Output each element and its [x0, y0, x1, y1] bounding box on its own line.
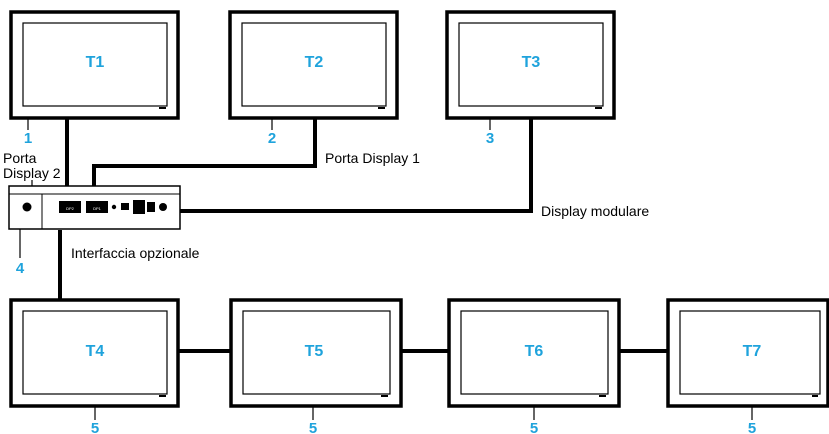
terminal-t7: T7 — [666, 298, 829, 408]
index-5: 5 — [530, 420, 538, 434]
index-5: 5 — [91, 420, 99, 434]
port-label-dp1: DP1 — [93, 206, 102, 211]
terminal-label: T5 — [305, 343, 324, 360]
cable-t3-box — [180, 118, 533, 213]
interface-box: DP2 DP1 — [8, 185, 181, 230]
display-port-2-icon — [59, 201, 81, 213]
index-1: 1 — [24, 130, 32, 147]
index-2: 2 — [268, 130, 276, 147]
port-label-dp2: DP2 — [66, 206, 75, 211]
connector-block-icon — [133, 200, 145, 214]
index-5: 5 — [748, 420, 756, 434]
connector-small-icon — [147, 202, 155, 212]
terminal-t3: T3 — [445, 10, 616, 120]
terminal-label: T2 — [305, 54, 324, 71]
label-porta-display-2-line1: Porta — [3, 150, 37, 166]
label-display-modulare: Display modulare — [541, 203, 649, 219]
terminal-label: T6 — [525, 343, 544, 360]
index-5: 5 — [309, 420, 317, 434]
index-4: 4 — [16, 260, 25, 277]
label-interfaccia-opzionale: Interfaccia opzionale — [71, 245, 200, 261]
led-icon — [111, 204, 117, 210]
terminal-t2: T2 — [228, 10, 399, 120]
terminal-label: T7 — [743, 343, 762, 360]
label-porta-display-2-line2: Display 2 — [3, 165, 61, 181]
power-button-icon — [22, 202, 32, 212]
terminal-label: T1 — [86, 54, 105, 71]
terminal-t5: T5 — [229, 298, 403, 408]
terminal-t6: T6 — [447, 298, 621, 408]
terminal-label: T4 — [86, 343, 105, 360]
ground-screw-icon — [159, 203, 167, 211]
label-porta-display-1: Porta Display 1 — [325, 150, 420, 166]
display-port-1-icon — [86, 201, 108, 213]
terminal-t4: T4 — [9, 298, 180, 408]
usb-port-icon — [121, 203, 129, 210]
terminal-t1: T1 — [9, 10, 180, 120]
index-3: 3 — [486, 130, 494, 147]
terminal-label: T3 — [522, 54, 541, 71]
